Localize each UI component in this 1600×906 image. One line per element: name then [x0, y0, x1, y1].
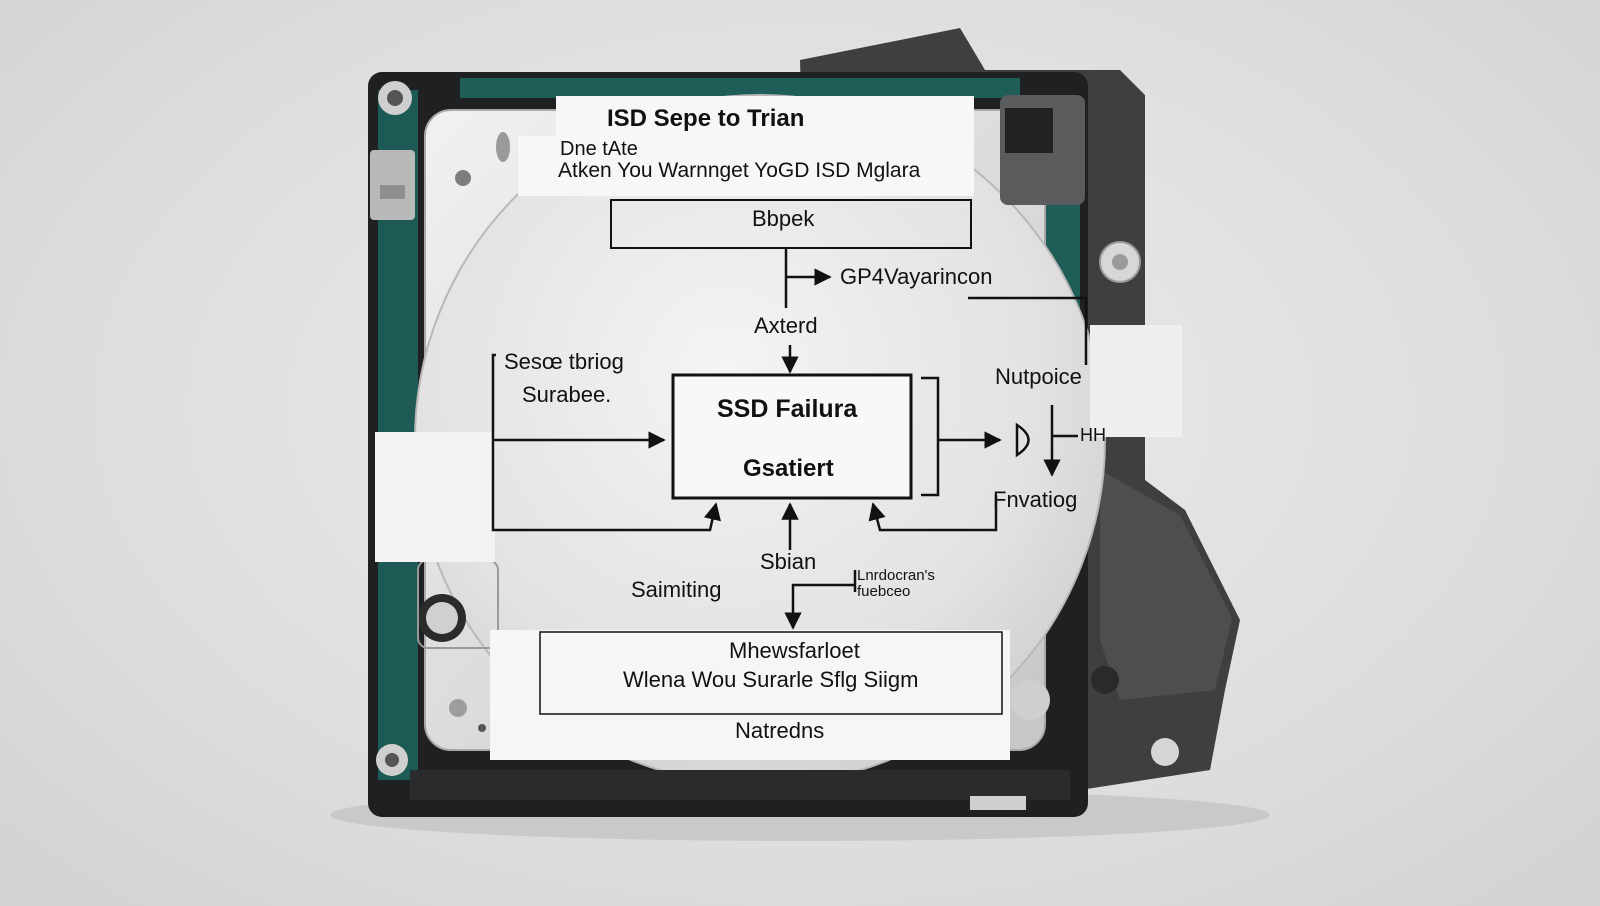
- below-center-label: Sbian: [760, 549, 817, 574]
- pcb-top: [460, 78, 1020, 98]
- header-line-2: Atken You Warnnget YoGD ISD Mglara: [558, 159, 921, 182]
- left-note-line-1: Sesœ tbriog: [504, 349, 624, 374]
- connector-pins: [1005, 108, 1053, 153]
- screw-bracket: [1091, 666, 1119, 694]
- step-above-label: Axterd: [754, 313, 818, 338]
- right-small-label: HH: [1080, 425, 1106, 445]
- screw-bottom-left-head: [426, 602, 458, 634]
- lid-dot-2: [449, 699, 467, 717]
- paper-header: [556, 96, 974, 196]
- left-note-line-2: Surabee.: [522, 382, 612, 407]
- paper-footer: [490, 630, 1010, 760]
- paper-right-strip: [1090, 325, 1182, 437]
- screw-right-top-core: [1112, 254, 1128, 270]
- footer-box-frame: [539, 631, 1003, 715]
- right-label-top: Nutpoice: [995, 364, 1082, 389]
- small-note-line-2: fuebceo: [857, 583, 911, 600]
- footer-bottom-label: Natredns: [735, 718, 825, 743]
- sata-connector-slot: [380, 185, 405, 199]
- mount-hole-bl-inner: [385, 753, 399, 767]
- bracket-highlight: [1100, 470, 1232, 700]
- bottom-label-chip: [970, 796, 1026, 810]
- mount-hole-tl-inner: [387, 90, 403, 106]
- lid-dot-3: [478, 724, 486, 732]
- flow-arrows: [491, 248, 1088, 630]
- paper-left-strip: [375, 432, 495, 562]
- drive-bottom-edge: [410, 770, 1070, 800]
- header-title: ISD Sepe to Trian: [607, 105, 805, 132]
- arrow-label-right: GP4Vayarincon: [840, 264, 993, 289]
- footer-line-1: Mhewsfarloet: [729, 638, 860, 663]
- top-box-frame: [610, 199, 972, 249]
- right-label-bottom: Fnvatiog: [993, 487, 1078, 512]
- center-box-subtitle: Gsatiert: [743, 455, 834, 482]
- paper-header-left: [518, 136, 598, 196]
- footer-line-2: Wlena Wou Surarle Sflg Siigm: [623, 667, 919, 692]
- lid-vent: [496, 132, 510, 162]
- screw-bottom-right-2: [1151, 738, 1179, 766]
- screw-bottom-right: [1010, 680, 1050, 720]
- top-box-label: Bbpek: [752, 206, 815, 231]
- center-box-frame: [671, 373, 913, 500]
- header-line-1: Dne tAte: [560, 138, 638, 160]
- center-box-title: SSD Failura: [717, 395, 858, 423]
- small-note-line-1: Lnrdocran's: [857, 567, 935, 584]
- left-bottom-label: Saimiting: [631, 577, 722, 602]
- lid-dot-1: [455, 170, 471, 186]
